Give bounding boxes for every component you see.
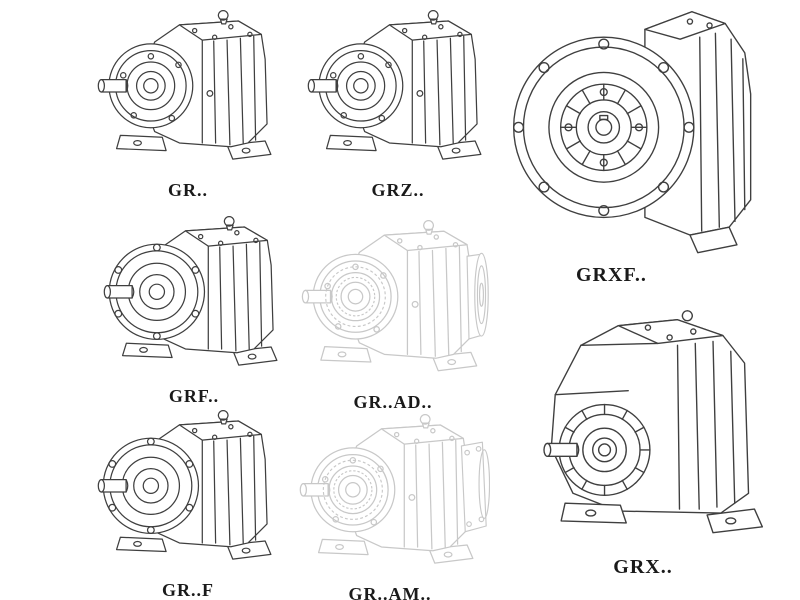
gearbox-label-gr-f: GR..F [162,580,214,600]
gearbox-drawing-grx [543,310,764,534]
gearbox-label-gr: GR.. [168,180,208,201]
catalog-item-gr-f: GR..F [88,402,288,600]
gearbox-drawing-gr [97,9,272,160]
gearbox-drawing-gr-ad [301,220,489,372]
gearbox-label-grz: GRZ.. [371,180,425,201]
catalog-item-grf: GRF.. [94,208,294,407]
gearbox-drawing-grz [307,9,482,160]
gearbox-label-grxf: GRXF.. [576,264,647,287]
gearbox-drawing-grxf [512,11,752,254]
gearbox-label-grf: GRF.. [168,386,220,407]
catalog-item-grxf: GRXF.. [498,0,782,287]
gearbox-drawing-gr-f [97,409,272,560]
gearbox-drawing-grf [103,215,278,366]
catalog-item-gr-am: GR..AM.. [290,406,490,600]
catalog-item-gr-ad: GR..AD.. [292,212,494,413]
gearbox-label-gr-ad: GR..AD.. [353,391,433,412]
catalog-item-grx: GRX.. [500,300,786,579]
gearbox-drawing-gr-am [299,413,490,564]
gearbox-label-grx: GRX.. [613,556,673,579]
gearbox-label-gr-am: GR..AM.. [348,584,432,600]
catalog-item-gr: GR.. [88,2,288,201]
catalog-item-grz: GRZ.. [298,2,498,201]
